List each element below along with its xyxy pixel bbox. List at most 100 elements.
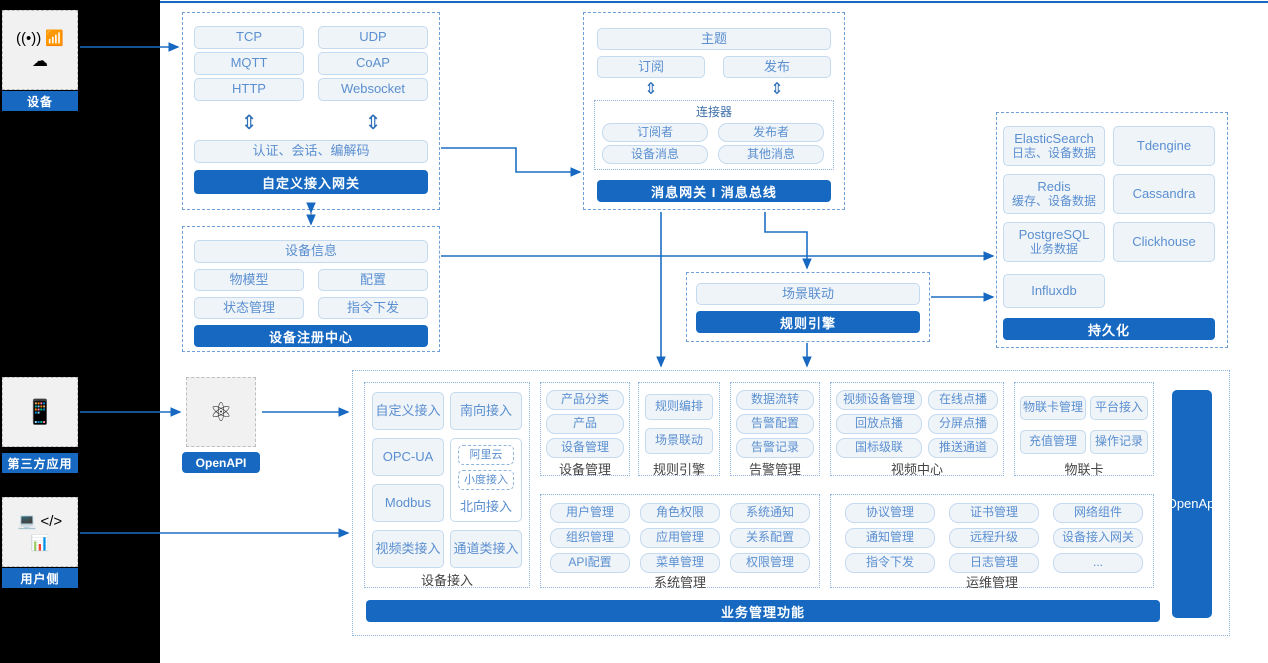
- more-chip[interactable]: ...: [1053, 553, 1143, 573]
- code-window-icon: </>: [40, 512, 63, 530]
- third-party-icon-card: 📱: [2, 377, 78, 447]
- connector-publisher[interactable]: 发布者: [718, 123, 824, 142]
- rule-engine-title[interactable]: 规则引擎: [696, 311, 920, 333]
- ops-mgmt-group: [830, 494, 1154, 588]
- store-postgresql[interactable]: PostgreSQL 业务数据: [1003, 222, 1105, 262]
- relation-config-chip[interactable]: 关系配置: [730, 528, 810, 548]
- iot-card-group: [1014, 382, 1154, 476]
- rule-engine-small-group: [638, 382, 720, 476]
- org-mgmt-chip[interactable]: 组织管理: [550, 528, 630, 548]
- persistence-title[interactable]: 持久化: [1003, 318, 1215, 340]
- network-component-chip[interactable]: 网络组件: [1053, 503, 1143, 523]
- channel-access-chip[interactable]: 通道类接入: [450, 530, 522, 568]
- system-mgmt-group: [540, 494, 820, 588]
- custom-access-chip[interactable]: 自定义接入: [372, 392, 444, 430]
- device-icon-card: ((•)) 📶 ☁: [2, 10, 78, 90]
- api-config-chip[interactable]: API配置: [550, 553, 630, 573]
- topic-chip[interactable]: 主题: [597, 28, 831, 50]
- connector-other-message[interactable]: 其他消息: [718, 145, 824, 164]
- chart-window-icon: 📊: [30, 535, 50, 552]
- southbound-access-chip[interactable]: 南向接入: [450, 392, 522, 430]
- state-management-chip[interactable]: 状态管理: [194, 297, 304, 319]
- store-clickhouse[interactable]: Clickhouse: [1113, 222, 1215, 262]
- operation-record-chip[interactable]: 操作记录: [1090, 430, 1148, 454]
- role-permission-chip[interactable]: 角色权限: [640, 503, 720, 523]
- rule-orchestration-chip[interactable]: 规则编排: [645, 394, 713, 420]
- opcua-chip[interactable]: OPC-UA: [372, 438, 444, 476]
- protocol-http[interactable]: HTTP: [194, 78, 304, 101]
- protocol-mgmt-chip[interactable]: 协议管理: [845, 503, 935, 523]
- notification-mgmt-chip[interactable]: 通知管理: [845, 528, 935, 548]
- user-mgmt-chip[interactable]: 用户管理: [550, 503, 630, 523]
- openapi-label[interactable]: OpenAPI: [182, 452, 260, 473]
- video-device-mgmt-chip[interactable]: 视频设备管理: [836, 390, 922, 410]
- device-registry-title[interactable]: 设备注册中心: [194, 325, 428, 347]
- connector-subscriber[interactable]: 订阅者: [602, 123, 708, 142]
- subscribe-chip[interactable]: 订阅: [597, 56, 705, 78]
- video-access-chip[interactable]: 视频类接入: [372, 530, 444, 568]
- store-postgresql-name: PostgreSQL: [1018, 226, 1090, 242]
- connector-device-message[interactable]: 设备消息: [602, 145, 708, 164]
- online-vod-chip[interactable]: 在线点播: [928, 390, 998, 410]
- store-elasticsearch[interactable]: ElasticSearch 日志、设备数据: [1003, 126, 1105, 166]
- store-cassandra[interactable]: Cassandra: [1113, 174, 1215, 214]
- scene-linkage-small-chip[interactable]: 场景联动: [645, 428, 713, 454]
- log-mgmt-chip[interactable]: 日志管理: [949, 553, 1039, 573]
- router-icon: 📶: [45, 30, 64, 47]
- store-redis[interactable]: Redis 缓存、设备数据: [1003, 174, 1105, 214]
- store-elasticsearch-sub: 日志、设备数据: [1011, 145, 1096, 160]
- device-info-chip[interactable]: 设备信息: [194, 240, 428, 263]
- alarm-config-chip[interactable]: 告警配置: [736, 414, 814, 434]
- alarm-record-chip[interactable]: 告警记录: [736, 438, 814, 458]
- store-tdengine[interactable]: Tdengine: [1113, 126, 1215, 166]
- iot-card-mgmt-chip[interactable]: 物联卡管理: [1020, 396, 1086, 420]
- permission-mgmt-chip[interactable]: 权限管理: [730, 553, 810, 573]
- business-footer-title[interactable]: 业务管理功能: [366, 600, 1160, 622]
- modbus-chip[interactable]: Modbus: [372, 484, 444, 522]
- recharge-mgmt-chip[interactable]: 充值管理: [1020, 430, 1086, 454]
- product-category-chip[interactable]: 产品分类: [546, 390, 624, 410]
- remote-upgrade-chip[interactable]: 远程升级: [949, 528, 1039, 548]
- split-screen-vod-chip[interactable]: 分屏点播: [928, 414, 998, 434]
- access-gateway-title[interactable]: 自定义接入网关: [194, 170, 428, 194]
- store-influxdb[interactable]: Influxdb: [1003, 274, 1105, 308]
- app-mgmt-chip[interactable]: 应用管理: [640, 528, 720, 548]
- user-side-icon-card: 💻 </> 📊: [2, 497, 78, 567]
- menu-mgmt-chip[interactable]: 菜单管理: [640, 553, 720, 573]
- playback-vod-chip[interactable]: 回放点播: [836, 414, 922, 434]
- product-chip[interactable]: 产品: [546, 414, 624, 434]
- command-dispatch-ops-chip[interactable]: 指令下发: [845, 553, 935, 573]
- config-chip[interactable]: 配置: [318, 269, 428, 291]
- device-access-gateway-chip[interactable]: 设备接入网关: [1053, 528, 1143, 548]
- open-api-vertical-bar[interactable]: Open Api: [1167, 390, 1217, 618]
- aliyun-chip[interactable]: 阿里云: [458, 445, 514, 465]
- api-atom-icon: ⚛: [209, 396, 233, 427]
- xiaodu-access-chip[interactable]: 小度接入: [458, 470, 514, 490]
- protocol-coap[interactable]: CoAP: [318, 52, 428, 75]
- rule-engine-small-caption: 规则引擎: [652, 461, 705, 477]
- scene-linkage-chip[interactable]: 场景联动: [696, 283, 920, 305]
- push-channel-chip[interactable]: 推送通道: [928, 438, 998, 458]
- video-center-group: [830, 382, 1004, 476]
- protocol-websocket[interactable]: Websocket: [318, 78, 428, 101]
- top-accent-line: [160, 1, 1268, 3]
- command-dispatch-chip[interactable]: 指令下发: [318, 297, 428, 319]
- device-access-group: [364, 382, 530, 588]
- device-management-chip[interactable]: 设备管理: [546, 438, 624, 458]
- thing-model-chip[interactable]: 物模型: [194, 269, 304, 291]
- protocol-mqtt[interactable]: MQTT: [194, 52, 304, 75]
- device-registry-group: [182, 226, 440, 352]
- message-bus-title[interactable]: 消息网关 I 消息总线: [597, 180, 831, 202]
- protocol-tcp[interactable]: TCP: [194, 26, 304, 49]
- user-side-label: 用户侧: [2, 568, 78, 588]
- data-flow-chip[interactable]: 数据流转: [736, 390, 814, 410]
- auth-session-codec[interactable]: 认证、会话、编解码: [194, 140, 428, 163]
- publish-chip[interactable]: 发布: [723, 56, 831, 78]
- certificate-mgmt-chip[interactable]: 证书管理: [949, 503, 1039, 523]
- platform-access-chip[interactable]: 平台接入: [1090, 396, 1148, 420]
- system-notice-chip[interactable]: 系统通知: [730, 503, 810, 523]
- store-redis-sub: 缓存、设备数据: [1011, 193, 1096, 208]
- business-group: [352, 370, 1230, 636]
- gb-cascade-chip[interactable]: 国标级联: [836, 438, 922, 458]
- protocol-udp[interactable]: UDP: [318, 26, 428, 49]
